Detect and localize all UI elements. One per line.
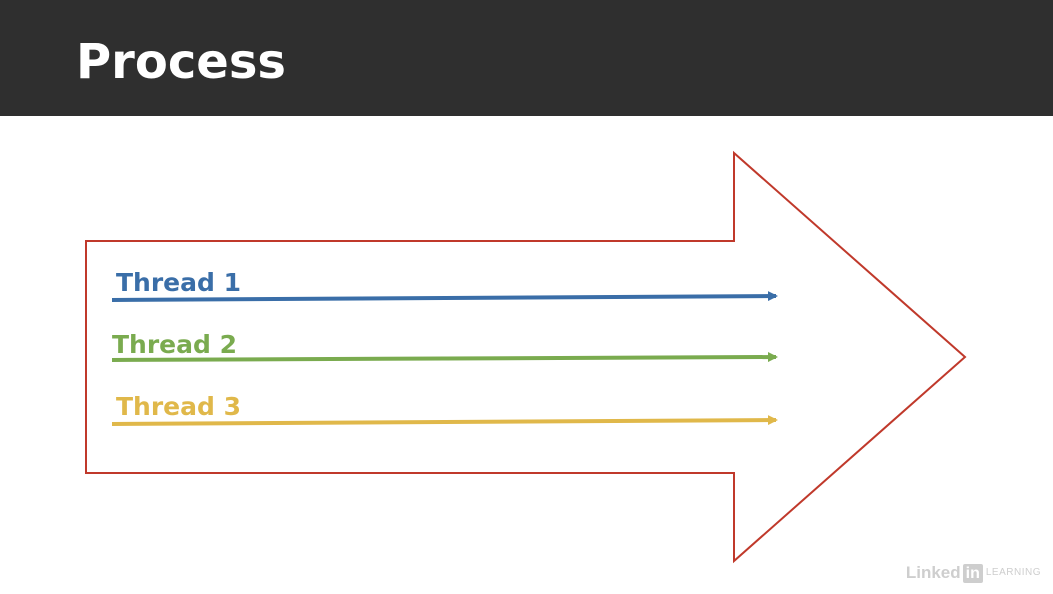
watermark-in-logo: in (962, 563, 983, 583)
thread-2-arrow (111, 352, 778, 363)
thread-3-arrow (111, 415, 778, 426)
thread-3-label: Thread 3 (116, 392, 241, 421)
linkedin-learning-watermark: Linked in LEARNING (906, 563, 1041, 583)
title-bar: Process (0, 0, 1053, 116)
thread-2-label: Thread 2 (112, 330, 237, 359)
thread-1-label: Thread 1 (116, 268, 241, 297)
slide-title: Process (76, 34, 286, 90)
thread-1-arrow (111, 291, 778, 302)
watermark-linked: Linked (905, 563, 961, 582)
watermark-learning: LEARNING (985, 567, 1041, 578)
